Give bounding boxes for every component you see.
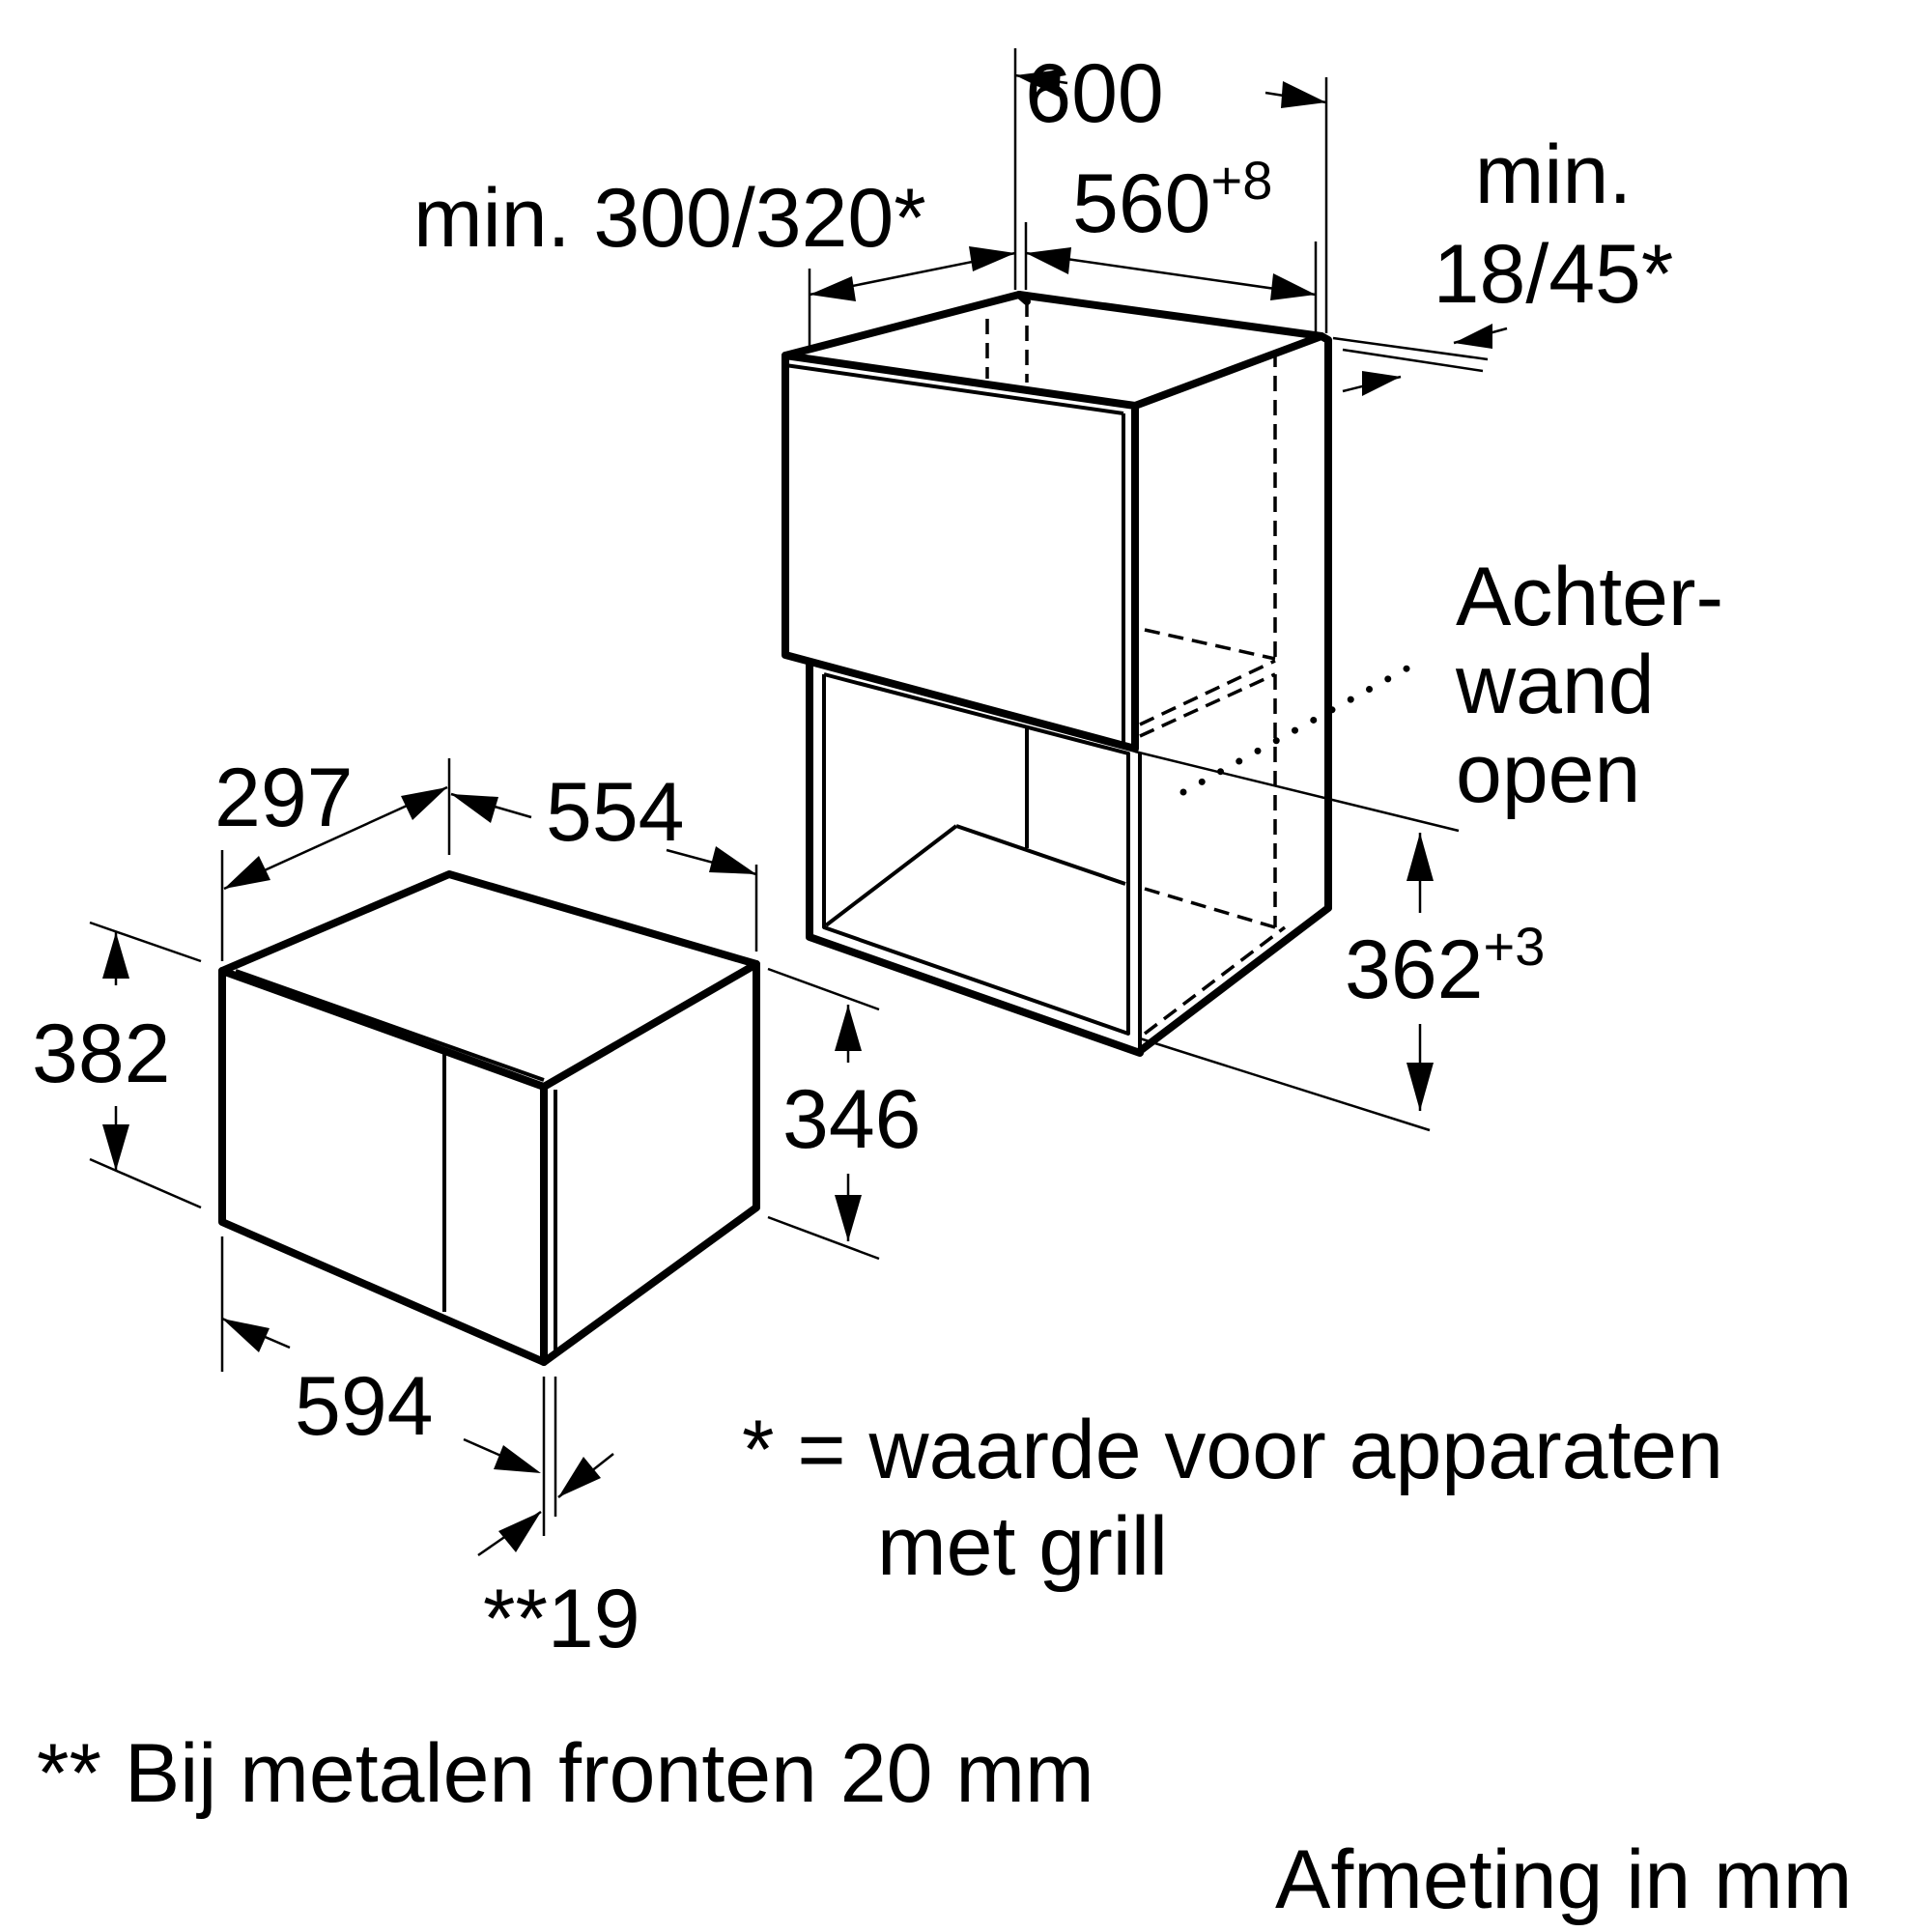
appliance-total-height-label: 382 (32, 1008, 171, 1100)
appliance-body-width-label: 554 (546, 766, 685, 859)
appliance-front-thickness-label: **19 (483, 1573, 640, 1665)
rear-wall-label-line-2: wand (1455, 639, 1655, 731)
cabinet-inner-width-tolerance: +8 (1211, 150, 1273, 211)
appliance-body-height-label: 346 (782, 1073, 922, 1166)
niche-height-label: 362+3 (1345, 916, 1545, 1016)
grill-note-line-1: * = waarde voor apparaten (742, 1404, 1723, 1496)
rear-wall-label-line-1: Achter- (1456, 551, 1723, 643)
rear-gap-label-line-2: 18/45* (1434, 228, 1674, 321)
units-note: Afmeting in mm (1275, 1833, 1852, 1926)
cabinet-inner-width-value: 560 (1072, 157, 1211, 250)
niche-height-tolerance: +3 (1484, 916, 1546, 977)
rear-wall-label-line-3: open (1456, 727, 1640, 820)
appliance-depth-label: 297 (214, 752, 354, 844)
cabinet-inner-width-label: 560+8 (1072, 150, 1272, 250)
appliance-front-width-label: 594 (295, 1360, 434, 1453)
appliance-drawing (89, 758, 880, 1557)
cabinet-width-label: 600 (1025, 47, 1164, 140)
rear-gap-label-line-1: min. (1475, 128, 1632, 221)
cabinet-drawing (781, 48, 1508, 1132)
metal-front-note: ** Bij metalen fronten 20 mm (37, 1727, 1094, 1820)
niche-height-value: 362 (1345, 923, 1484, 1016)
grill-note-line-2: met grill (877, 1500, 1168, 1593)
cabinet-depth-min-label: min. 300/320* (413, 172, 926, 265)
